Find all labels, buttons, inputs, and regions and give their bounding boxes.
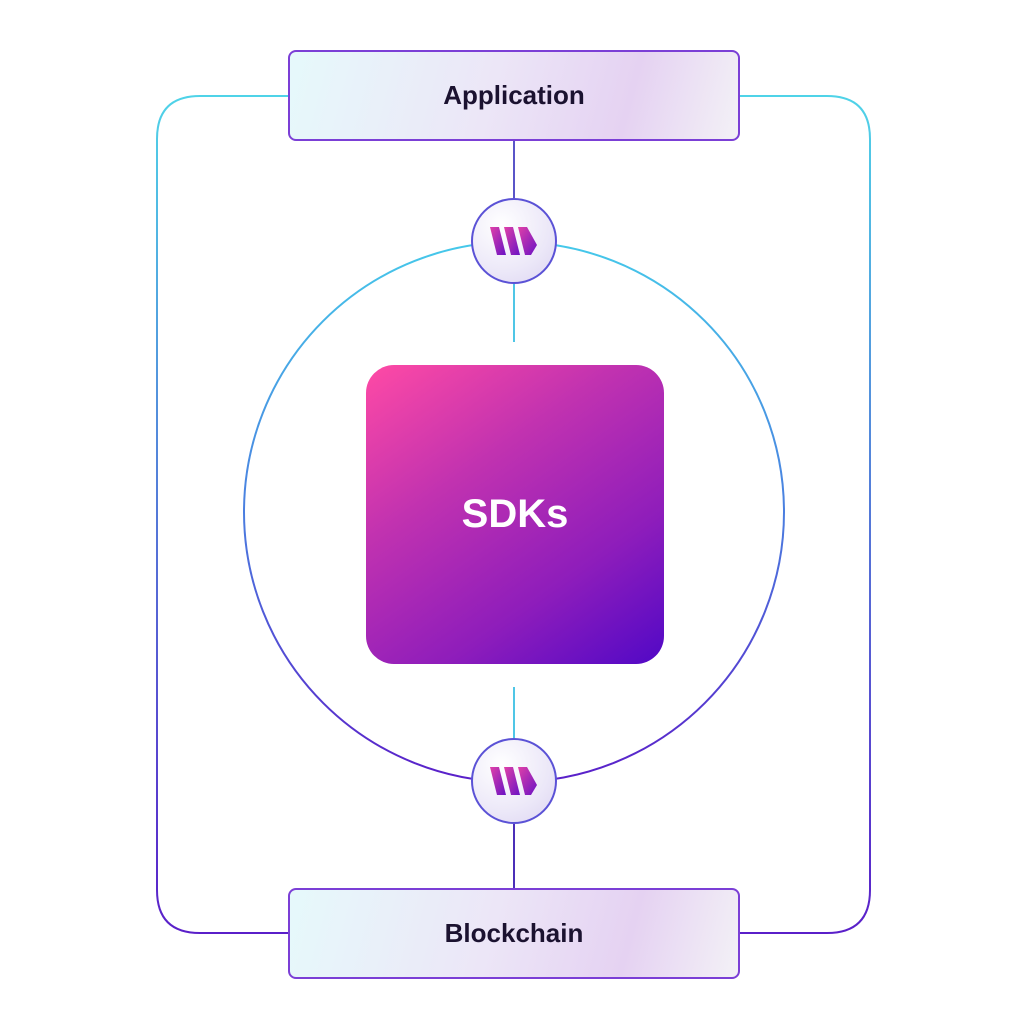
node-bottom: [471, 738, 557, 824]
application-box: Application: [288, 50, 740, 141]
sdks-box: SDKs: [366, 365, 664, 664]
node-top: [471, 198, 557, 284]
w-logo-icon: [490, 227, 537, 255]
application-label: Application: [443, 80, 585, 110]
blockchain-label: Blockchain: [444, 918, 584, 948]
blockchain-box: Blockchain: [288, 888, 740, 979]
w-logo-icon: [490, 767, 537, 795]
right-loop-line: [740, 95, 871, 934]
sdks-label: SDKs: [461, 492, 569, 536]
left-loop-line: [156, 95, 288, 934]
